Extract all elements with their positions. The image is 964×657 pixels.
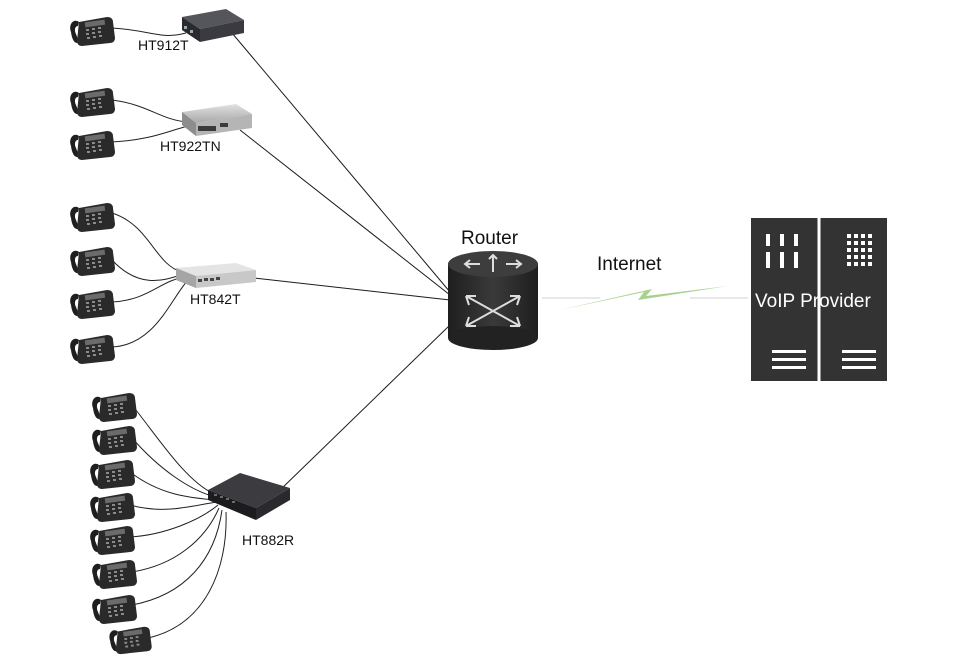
voip-provider-label: VoIP Provider — [755, 291, 872, 312]
phone-cords — [111, 27, 227, 639]
phone-icon — [92, 595, 137, 624]
telephones — [70, 17, 152, 655]
phone-icon — [70, 131, 115, 160]
phone-icon — [70, 335, 115, 364]
phone-icon — [70, 247, 115, 276]
server-grid-icon — [847, 234, 872, 266]
phone-icon — [92, 560, 137, 589]
ht912t-device — [182, 9, 244, 42]
ht842t-label: HT842T — [190, 291, 241, 307]
phone-icon — [70, 88, 115, 117]
phone-icon — [90, 493, 135, 522]
ht842t-device — [176, 263, 256, 288]
ht882r-device — [208, 473, 290, 520]
ht922tn-device — [182, 104, 252, 136]
voip-server — [751, 218, 887, 381]
phone-icon — [70, 17, 115, 46]
internet-label: Internet — [597, 254, 662, 275]
router-arrows-icon — [463, 253, 523, 327]
ht912t-label: HT912T — [138, 37, 189, 53]
phone-icon — [109, 626, 152, 655]
router — [448, 251, 538, 350]
phone-icon — [92, 393, 137, 422]
internet-link — [542, 286, 748, 310]
router-label: Router — [461, 228, 519, 249]
phone-icon — [92, 426, 137, 455]
phone-icon — [90, 460, 135, 489]
phone-icon — [90, 526, 135, 555]
phone-icon — [70, 203, 115, 232]
ht882r-label: HT882R — [242, 532, 294, 548]
phone-icon — [70, 290, 115, 319]
ht922tn-label: HT922TN — [160, 138, 221, 154]
server-rack-icon — [766, 234, 876, 369]
uplink-wires — [231, 32, 451, 493]
